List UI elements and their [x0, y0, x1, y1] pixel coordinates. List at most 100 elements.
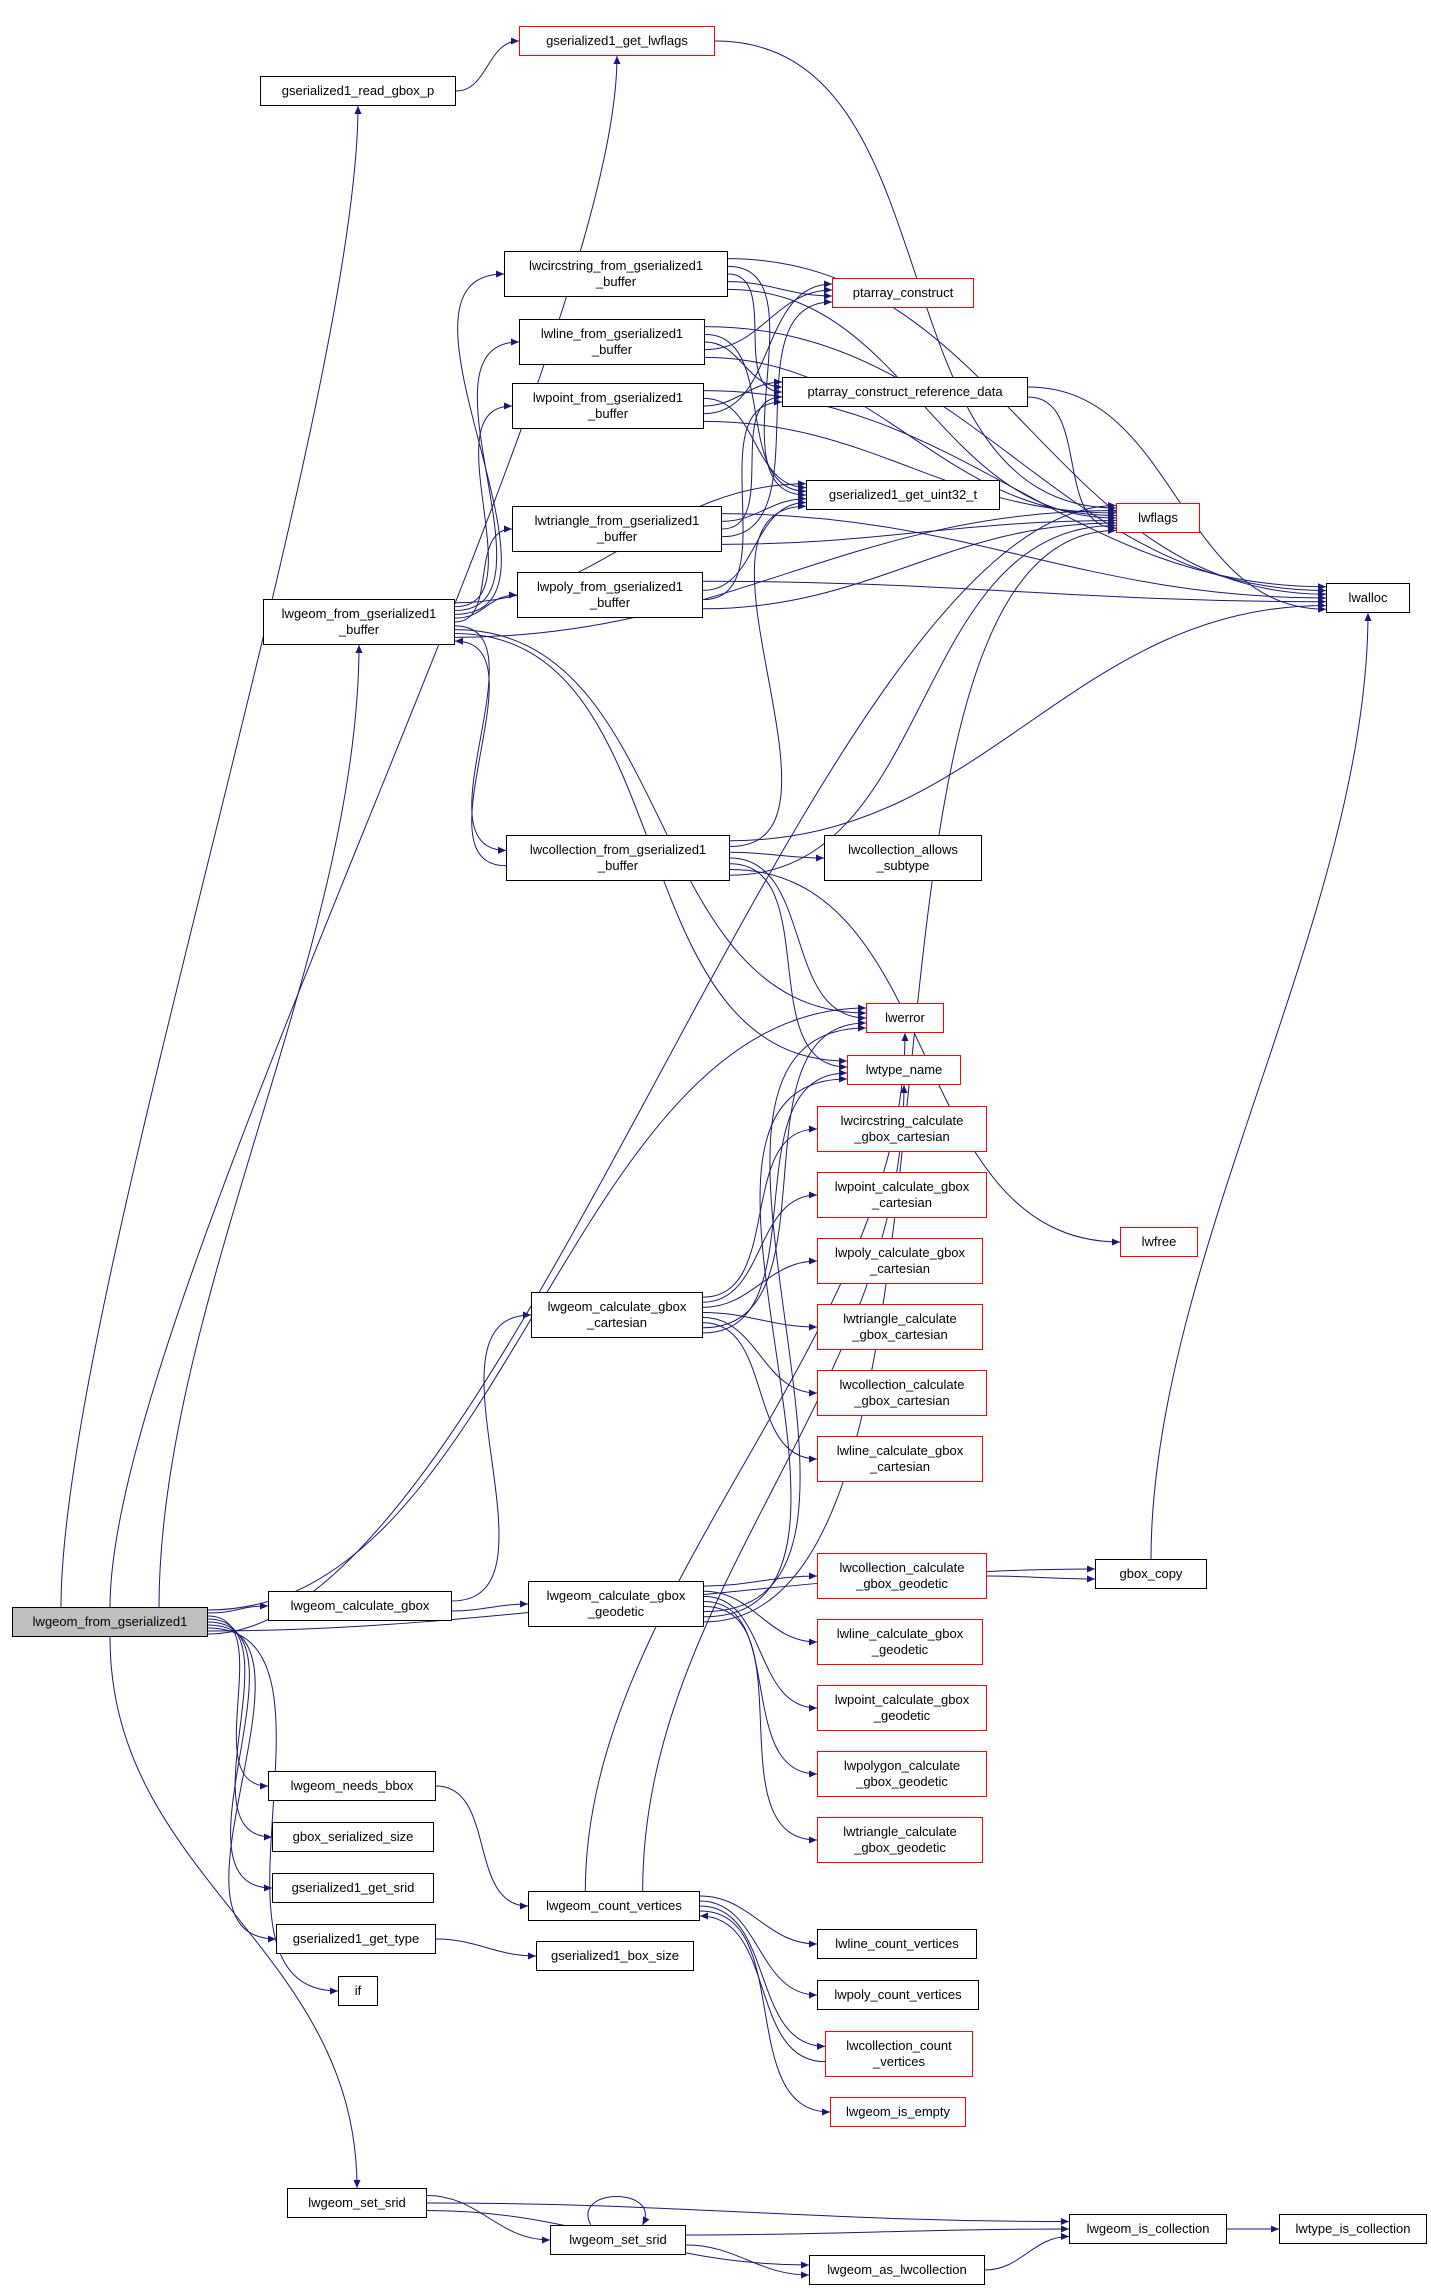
graph-node-circ_fb[interactable]: lwcircstring_from_gserialized1_buffer: [504, 251, 728, 297]
graph-node-lwflags[interactable]: lwflags: [1116, 503, 1200, 533]
edge-tri_fb-lwalloc: [721, 513, 1327, 602]
graph-node-label: _cartesian: [872, 1195, 932, 1210]
graph-node-coll_count[interactable]: lwcollection_count_vertices: [825, 2031, 973, 2077]
graph-node-coll_cart[interactable]: lwcollection_calculate_gbox_cartesian: [817, 1370, 987, 1416]
graph-node-coll_allows[interactable]: lwcollection_allows_subtype: [824, 835, 982, 881]
edge-coll_fb-geom_fb: [454, 637, 507, 867]
graph-node-label: lwgeom_calculate_gbox: [546, 1587, 686, 1603]
graph-node-pt_ref[interactable]: ptarray_construct_reference_data: [782, 377, 1028, 407]
graph-node-coll_fb[interactable]: lwcollection_from_gserialized1_buffer: [506, 835, 730, 881]
edge-set_srid2-as_lwcoll: [685, 2244, 810, 2279]
graph-node-label: lwtriangle_calculate: [843, 1823, 957, 1839]
graph-node-line_cart[interactable]: lwline_calculate_gbox_cartesian: [817, 1436, 983, 1482]
graph-node-label: _gbox_cartesian: [854, 1393, 950, 1408]
graph-node-label: lwpoint_from_gserialized1: [532, 389, 684, 405]
graph-node-count_vertices[interactable]: lwgeom_count_vertices: [528, 1891, 700, 1921]
graph-node-main[interactable]: lwgeom_from_gserialized1: [12, 1607, 208, 1637]
graph-node-label: _buffer: [597, 858, 639, 873]
graph-node-lwfree[interactable]: lwfree: [1120, 1227, 1198, 1257]
graph-node-gcalc_geo[interactable]: lwgeom_calculate_gbox_geodetic: [528, 1581, 704, 1627]
edge-set_srid2-set_srid2: [587, 2196, 650, 2226]
graph-node-if_node[interactable]: if: [338, 1976, 378, 2006]
edge-count_vertices-poly_count: [699, 1900, 818, 1999]
graph-node-circ_cart[interactable]: lwcircstring_calculate_gbox_cartesian: [817, 1106, 987, 1152]
graph-node-get_srid[interactable]: gserialized1_get_srid: [272, 1873, 434, 1903]
graph-node-poly_cart[interactable]: lwpoly_calculate_gbox_cartesian: [817, 1238, 983, 1284]
graph-node-label: lwline_count_vertices: [835, 1935, 959, 1951]
graph-node-lwalloc[interactable]: lwalloc: [1326, 583, 1410, 613]
graph-node-is_empty[interactable]: lwgeom_is_empty: [830, 2097, 966, 2127]
graph-node-poly_count[interactable]: lwpoly_count_vertices: [817, 1980, 979, 2010]
edge-gcalc_cart-line_cart: [702, 1322, 818, 1463]
graph-node-gcalc_cart[interactable]: lwgeom_calculate_gbox_cartesian: [531, 1292, 703, 1338]
edge-coll_fb-lwtype_name: [729, 863, 848, 1071]
graph-node-as_lwcoll[interactable]: lwgeom_as_lwcollection: [809, 2255, 985, 2285]
graph-node-label: lwtype_name: [865, 1061, 943, 1077]
graph-node-point_geo[interactable]: lwpoint_calculate_gbox_geodetic: [817, 1685, 987, 1731]
graph-node-needs_bbox[interactable]: lwgeom_needs_bbox: [268, 1771, 436, 1801]
edge-main-needs_bbox: [207, 1615, 269, 1790]
graph-node-label: lwpoly_from_gserialized1: [537, 578, 683, 594]
graph-node-lwerror[interactable]: lwerror: [866, 1003, 944, 1033]
graph-node-point_fb[interactable]: lwpoint_from_gserialized1_buffer: [512, 383, 704, 429]
edge-poly_fb-lwflags: [702, 519, 1117, 610]
graph-node-point_cart[interactable]: lwpoint_calculate_gbox_cartesian: [817, 1172, 987, 1218]
edge-geom_fb-coll_fb: [454, 625, 507, 854]
graph-node-set_srid1[interactable]: lwgeom_set_srid: [287, 2188, 427, 2218]
edge-coll_fb-coll_allows: [729, 851, 825, 862]
graph-node-ptarray_construct[interactable]: ptarray_construct: [832, 278, 974, 308]
graph-node-gcalc[interactable]: lwgeom_calculate_gbox: [268, 1591, 452, 1621]
graph-node-poly_fb[interactable]: lwpoly_from_gserialized1_buffer: [517, 572, 703, 618]
graph-node-lwtype_name[interactable]: lwtype_name: [847, 1055, 961, 1085]
graph-node-label: _vertices: [872, 2054, 926, 2069]
edge-geom_fb-lwerror: [454, 629, 867, 1017]
graph-node-get_type[interactable]: gserialized1_get_type: [276, 1924, 436, 1954]
edge-gcalc_cart-coll_cart: [702, 1317, 818, 1397]
graph-node-geom_fb[interactable]: lwgeom_from_gserialized1_buffer: [263, 599, 455, 645]
graph-node-line_count[interactable]: lwline_count_vertices: [817, 1929, 977, 1959]
edge-point_fb-get_uint32: [703, 397, 807, 492]
graph-node-label: lwtriangle_from_gserialized1: [534, 512, 700, 528]
edge-gcalc_cart-point_cart: [702, 1191, 818, 1303]
edge-get_type-box_size: [435, 1938, 537, 1960]
edge-coll_count-count_vertices: [699, 1912, 826, 2063]
graph-node-tri_fb[interactable]: lwtriangle_from_gserialized1_buffer: [512, 506, 722, 552]
graph-node-label: lwcollection_calculate: [839, 1559, 965, 1575]
edge-main-gbox_ser_size: [207, 1618, 273, 1841]
graph-node-polyg_geo[interactable]: lwpolygon_calculate_gbox_geodetic: [817, 1751, 987, 1797]
edge-line_fb-get_uint32: [704, 333, 807, 495]
graph-node-get_lwflags[interactable]: gserialized1_get_lwflags: [519, 26, 715, 56]
edge-point_fb-pt_ref: [703, 378, 783, 407]
edge-gcalc_cart-circ_cart: [702, 1125, 818, 1298]
graph-node-label: lwgeom_set_srid: [569, 2231, 667, 2247]
edge-poly_fb-pt_ref: [702, 398, 783, 601]
edge-as_lwcoll-is_coll: [984, 2232, 1070, 2271]
graph-node-set_srid2[interactable]: lwgeom_set_srid: [550, 2225, 686, 2255]
edge-line_fb-ptarray_construct: [704, 286, 833, 351]
edge-coll_fb-lwalloc: [729, 601, 1327, 842]
edge-geom_fb-tri_fb: [454, 525, 513, 623]
graph-node-label: _gbox_cartesian: [852, 1327, 948, 1342]
graph-node-label: _cartesian: [870, 1459, 930, 1474]
graph-node-read_gbox_p[interactable]: gserialized1_read_gbox_p: [260, 76, 456, 106]
graph-node-coll_geo[interactable]: lwcollection_calculate_gbox_geodetic: [817, 1553, 987, 1599]
graph-node-gbox_copy[interactable]: gbox_copy: [1095, 1559, 1207, 1589]
graph-node-label: lwpoint_calculate_gbox: [834, 1178, 970, 1194]
edge-gcalc_geo-tri_geo: [703, 1606, 818, 1844]
graph-node-label: lwgeom_from_gserialized1: [281, 605, 437, 621]
graph-node-gbox_ser_size[interactable]: gbox_serialized_size: [272, 1822, 434, 1852]
graph-node-tri_geo[interactable]: lwtriangle_calculate_gbox_geodetic: [817, 1817, 983, 1863]
graph-node-line_fb[interactable]: lwline_from_gserialized1_buffer: [519, 319, 705, 365]
graph-node-tri_cart[interactable]: lwtriangle_calculate_gbox_cartesian: [817, 1304, 983, 1350]
edge-main-geom_fb: [158, 644, 363, 1608]
graph-node-is_coll[interactable]: lwgeom_is_collection: [1069, 2214, 1227, 2244]
edge-geom_fb-circ_fb: [454, 270, 505, 615]
graph-node-get_uint32[interactable]: gserialized1_get_uint32_t: [806, 480, 1000, 510]
graph-node-label: lwgeom_calculate_gbox: [547, 1298, 687, 1314]
graph-node-box_size[interactable]: gserialized1_box_size: [536, 1941, 694, 1971]
graph-node-type_is_coll[interactable]: lwtype_is_collection: [1279, 2214, 1427, 2244]
graph-node-label: lwgeom_needs_bbox: [290, 1777, 414, 1793]
edge-gcalc_geo-line_geo: [703, 1590, 818, 1646]
graph-node-line_geo[interactable]: lwline_calculate_gbox_geodetic: [817, 1619, 983, 1665]
edge-main-read_gbox_p: [60, 105, 362, 1608]
